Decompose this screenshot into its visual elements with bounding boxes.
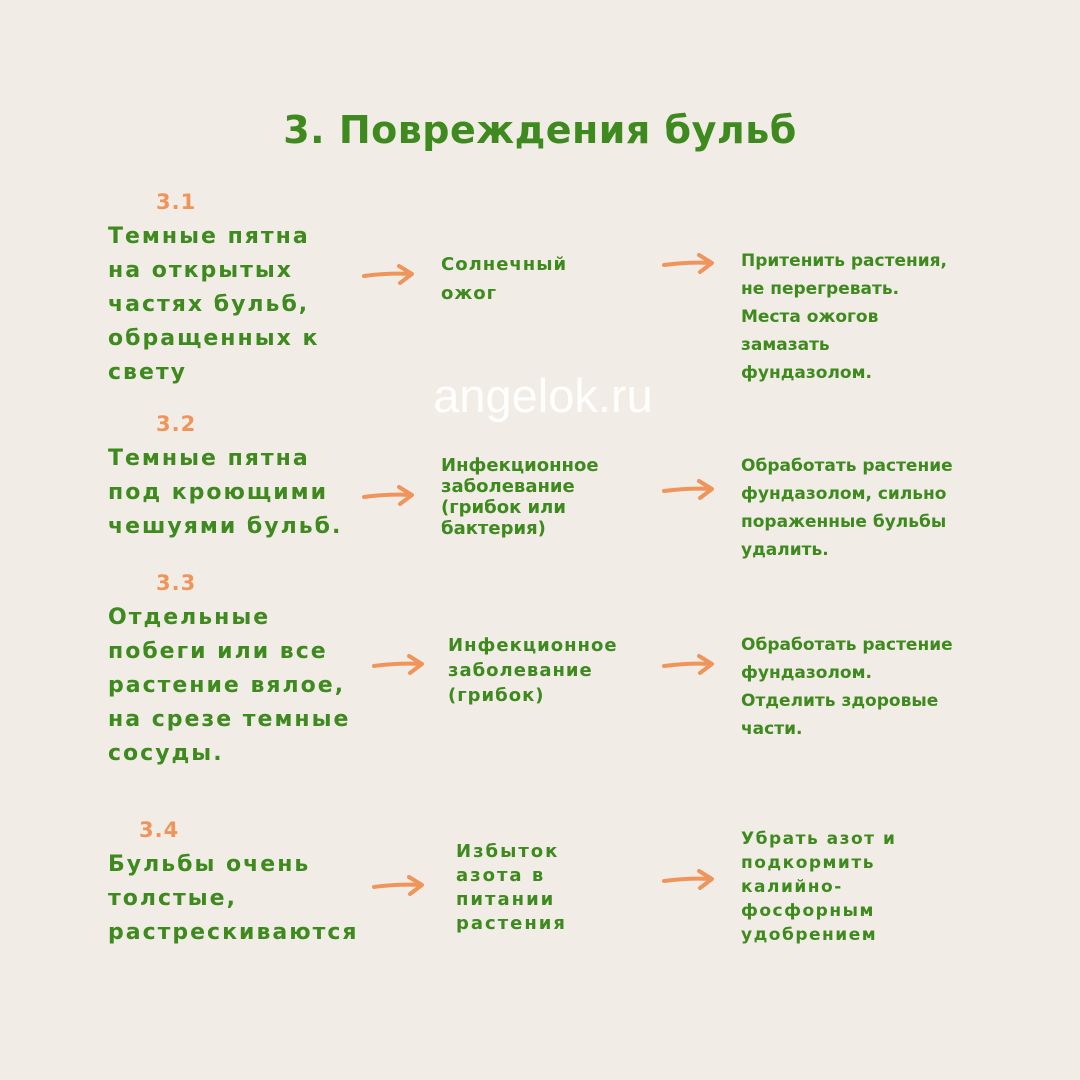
cause-text: Инфекционное заболевание (грибок или бак… [441, 455, 599, 539]
cause-text: Солнечный ожог [441, 254, 568, 304]
arrow-right-icon [371, 651, 427, 679]
arrow-right-icon [661, 866, 717, 894]
item-number: 3.3 [156, 571, 197, 595]
arrow-right-icon [371, 872, 427, 900]
arrow-right-icon [361, 261, 417, 289]
arrow-right-icon [661, 651, 717, 679]
action-text: Обработать растение фундазолом. Отделить… [741, 635, 953, 739]
arrow-right-icon [661, 476, 717, 504]
symptom-text: Темные пятна под кроющими чешуями бульб. [108, 446, 343, 539]
arrow-right-icon [661, 250, 717, 278]
arrow-right-icon [361, 482, 417, 510]
symptom-text: Бульбы очень толстые, растрескиваются [108, 852, 359, 945]
watermark: angelok.ru [433, 369, 653, 422]
page-title: 3. Повреждения бульб [283, 108, 797, 152]
symptom-text: Отдельные побеги или все растение вялое,… [108, 605, 351, 766]
item-number: 3.1 [156, 190, 197, 214]
action-text: Обработать растение фундазолом, сильно п… [741, 456, 953, 560]
action-text: Убрать азот и подкормить калийно- фосфор… [741, 829, 897, 945]
item-number: 3.2 [156, 412, 197, 436]
cause-text: Избыток азота в питании растения [456, 841, 567, 934]
symptom-text: Темные пятна на открытых частях бульб, о… [108, 224, 320, 385]
cause-text: Инфекционное заболевание (грибок) [448, 635, 618, 706]
action-text: Притенить растения, не перегревать. Мест… [741, 251, 948, 383]
item-number: 3.4 [139, 818, 180, 842]
